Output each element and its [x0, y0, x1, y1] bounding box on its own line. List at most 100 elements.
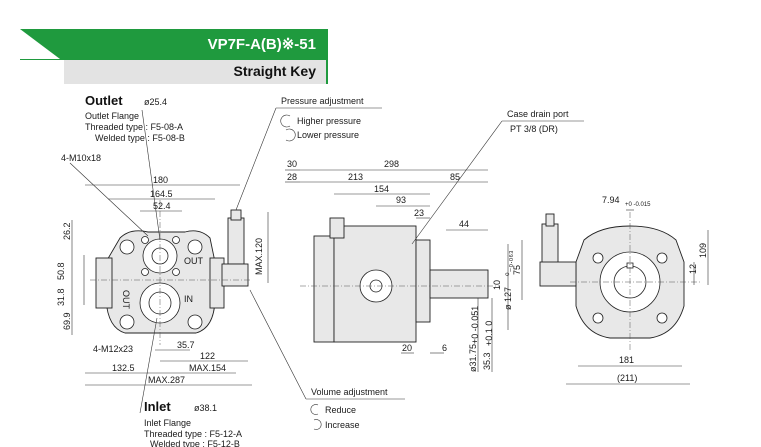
rear-adjuster-cap — [545, 213, 555, 227]
case-drain-title: Case drain port — [507, 109, 569, 119]
bolt-hole — [592, 252, 604, 264]
volume-title: Volume adjustment — [311, 387, 388, 397]
dim-44: 44 — [459, 219, 469, 229]
dim-max154: MAX.154 — [189, 363, 226, 373]
dim-key-tol: +0 -0.015 — [625, 202, 651, 208]
dim-30: 30 — [287, 159, 297, 169]
side-mount — [415, 239, 431, 323]
counterclockwise-arrow-icon — [285, 128, 296, 142]
pressure-title: Pressure adjustment — [281, 96, 364, 106]
inlet-diameter: ø38.1 — [194, 403, 217, 413]
rear-adjuster — [541, 223, 559, 265]
dim-75: 75 — [512, 265, 522, 275]
case-drain-callout: Case drain port PT 3/8 (DR) — [411, 109, 584, 245]
leader-line — [141, 109, 161, 241]
rear-adjuster-block — [539, 261, 577, 287]
inlet-threaded: Threaded type : F5-12-A — [144, 429, 242, 439]
outlet-flange: Outlet Flange — [85, 111, 139, 121]
subtitle-text: Straight Key — [233, 63, 316, 79]
front-view: OUT OUT IN 180 164.5 52.4 4-M10x18 26.2 … — [56, 93, 269, 447]
dim-52-4: 52.4 — [153, 201, 171, 211]
bolt-hole — [119, 239, 135, 255]
dim-211: (211) — [617, 373, 637, 383]
dim-max120: MAX.120 — [254, 238, 264, 275]
side-view: 30 298 28 213 85 154 93 23 44 ø 127 ⁰₋₀.… — [285, 159, 523, 372]
model-header: VP7F-A(B)※-51 — [20, 29, 328, 59]
dim-26-2: 26.2 — [62, 222, 72, 240]
dim-20: 20 — [402, 343, 412, 353]
in-label-right: IN — [184, 294, 193, 304]
inlet-welded: Welded type : F5-12-B — [150, 439, 240, 447]
dim-85: 85 — [450, 172, 460, 182]
dim-127-tol: ⁰₋₀.₀₆₃ — [504, 250, 514, 276]
dim-31-8: 31.8 — [56, 288, 66, 306]
dim-12: 12 — [688, 264, 698, 274]
dim-28: 28 — [287, 172, 297, 182]
dim-127: ø 127 — [503, 287, 513, 310]
pressure-lower: Lower pressure — [297, 130, 359, 140]
side-shaft — [429, 269, 489, 299]
pressure-adjustment-callout: Pressure adjustment Higher pressure Lowe… — [235, 96, 382, 211]
side-flange — [313, 235, 335, 343]
dim-50-8: 50.8 — [56, 262, 66, 280]
dim-6: 6 — [442, 343, 447, 353]
pressure-higher: Higher pressure — [297, 116, 361, 126]
leader-line — [139, 317, 158, 414]
model-header-bar — [20, 29, 328, 59]
bolt-hole — [187, 314, 203, 330]
dim-35-7: 35.7 — [177, 340, 195, 350]
case-drain-spec: PT 3/8 (DR) — [510, 124, 558, 134]
leader-line — [249, 289, 307, 400]
out-label-left: OUT — [121, 290, 131, 310]
leader-line — [411, 120, 503, 245]
bolt-hole — [172, 236, 180, 244]
bolt-hole — [141, 236, 149, 244]
front-adjuster-block — [221, 263, 249, 287]
dim-154: 154 — [374, 184, 389, 194]
dim-23: 23 — [414, 208, 424, 218]
dim-122: 122 — [200, 351, 215, 361]
dim-69-9: 69.9 — [62, 312, 72, 330]
front-adjuster — [227, 217, 245, 265]
dim-93: 93 — [396, 195, 406, 205]
outlet-threaded: Threaded type : F5-08-A — [85, 122, 183, 132]
counterclockwise-arrow-icon — [313, 419, 322, 430]
outlet-diameter: ø25.4 — [144, 97, 167, 107]
out-label-right: OUT — [184, 256, 204, 266]
dim-31-75: ø31.75 — [468, 344, 478, 372]
dim-109: 109 — [698, 243, 708, 258]
dim-10: 10 — [492, 280, 502, 290]
dim-31-75-tol: +0 -0.051 — [470, 306, 480, 344]
subtitle-bar: Straight Key — [64, 60, 328, 84]
dim-132-5: 132.5 — [112, 363, 135, 373]
bolt-hole — [656, 252, 668, 264]
inlet-title: Inlet — [144, 399, 171, 414]
bolt-hole — [656, 312, 668, 324]
leader-line — [69, 162, 149, 237]
bolt-hole — [119, 314, 135, 330]
dim-180: 180 — [153, 175, 168, 185]
outlet-title: Outlet — [85, 93, 123, 108]
dim-164-5: 164.5 — [150, 189, 173, 199]
clockwise-arrow-icon — [280, 114, 291, 128]
inlet-flange: Inlet Flange — [144, 418, 191, 428]
outlet-welded: Welded type : F5-08-B — [95, 133, 185, 143]
dim-35-3: 35.3 — [482, 352, 492, 370]
dim-181: 181 — [619, 355, 634, 365]
dim-35-3-tol: +0.1 0 — [484, 321, 494, 346]
rear-view: 7.94 +0 -0.015 12 109 181 (211) — [539, 195, 709, 385]
dim-key: 7.94 — [602, 195, 620, 205]
dim-298: 298 — [384, 159, 399, 169]
volume-adjustment-callout: Volume adjustment Reduce Increase — [249, 289, 405, 430]
header-divider — [20, 59, 328, 60]
front-adjuster-cap — [230, 209, 242, 221]
side-adjuster — [329, 217, 345, 239]
bolt-hole — [187, 239, 203, 255]
model-title: VP7F-A(B)※-51 — [207, 36, 316, 53]
volume-reduce: Reduce — [325, 405, 356, 415]
clockwise-arrow-icon — [310, 404, 319, 415]
bolt-hole — [172, 268, 180, 276]
bolt-hole — [141, 268, 149, 276]
dim-213: 213 — [348, 172, 363, 182]
label-m10: 4-M10x18 — [61, 153, 101, 163]
